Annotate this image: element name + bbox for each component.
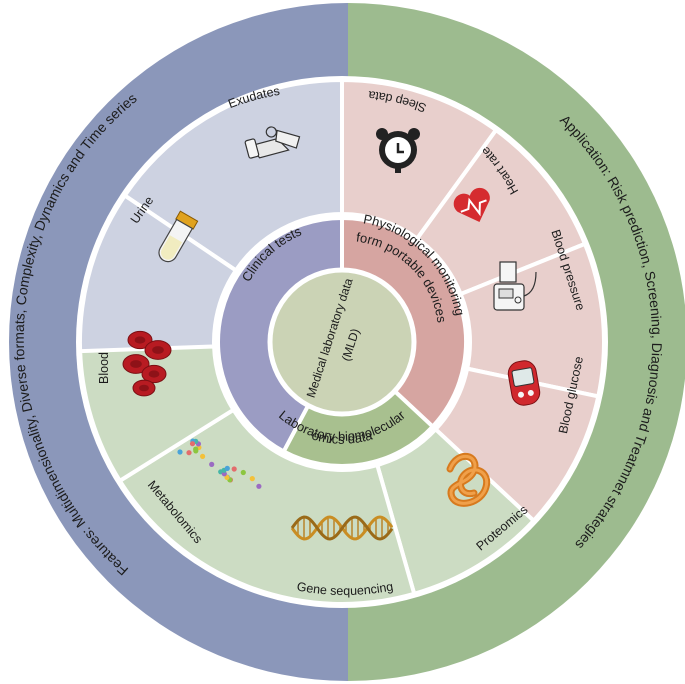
gene-sequencing-text: Gene sequencing [296,579,395,598]
molecule-chain-icon [177,438,262,489]
heart-pulse-icon [453,187,490,223]
gene-sequencing-label: Gene sequencing [296,579,395,598]
blood-pressure-monitor-icon [493,261,537,311]
glucose-meter-icon [507,360,541,406]
blood-label: Blood [97,352,111,384]
omics-label-line2: omics data [310,427,374,447]
alarm-clock-icon [376,128,420,173]
test-tube-pair-icon [244,126,301,159]
urine-vial-icon [158,210,199,263]
center-disc [267,267,417,417]
omics-text-2: omics data [310,427,374,447]
dna-helix-icon [290,515,394,541]
protein-fold-icon [446,453,491,507]
icons [122,126,541,541]
blood-cells-icon [122,330,172,397]
